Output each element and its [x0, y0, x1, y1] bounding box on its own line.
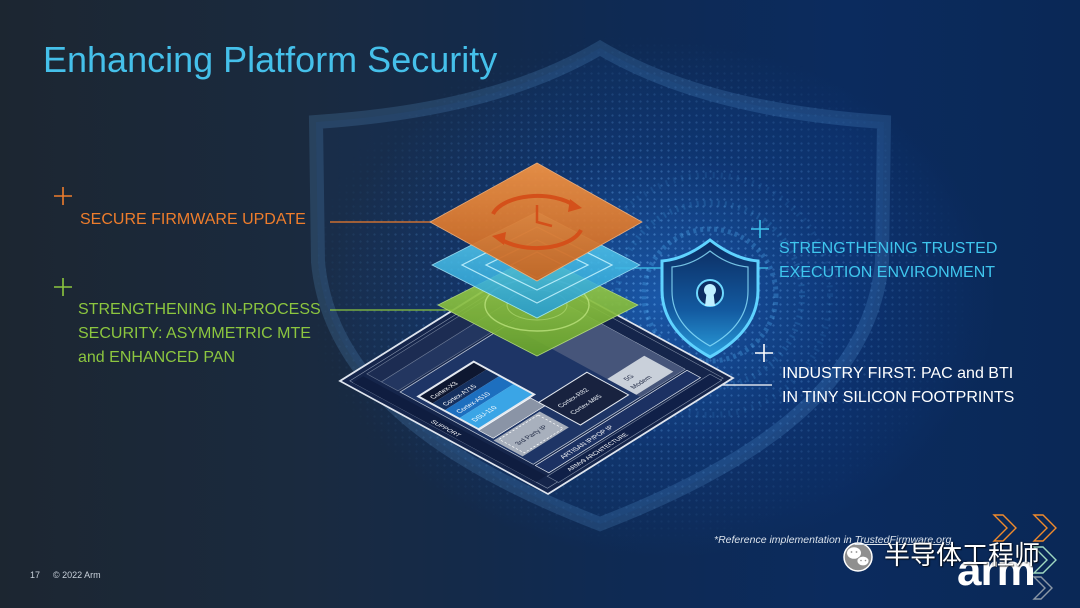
firmware-update-layer	[429, 162, 643, 282]
wechat-icon	[843, 542, 873, 572]
update-arrows-icon	[491, 193, 583, 251]
cpu-row	[445, 376, 514, 418]
third-party-ip-dashed-outline	[498, 414, 564, 454]
callout-line: STRENGTHENING IN-PROCESS	[78, 301, 321, 318]
copyright: © 2022 Arm	[53, 570, 101, 580]
plus-icon	[54, 278, 72, 296]
chevron-right-icon	[1032, 546, 1057, 574]
cpu-row	[459, 384, 533, 429]
callout-trusted-execution: STRENGTHENING TRUSTED EXECUTION ENVIRONM…	[779, 237, 997, 285]
arm-logo: arm	[957, 546, 1036, 595]
shield-ring	[641, 226, 779, 364]
callout-secure-firmware-update: SECURE FIRMWARE UPDATE	[80, 208, 306, 232]
reference-footnote: *Reference implementation in TrustedFirm…	[714, 533, 951, 547]
watermark-text: 半导体工程师	[884, 541, 1041, 571]
footnote-text: *Reference implementation in	[714, 534, 855, 546]
modem-label: 5G	[623, 374, 637, 382]
physical-ip-band	[534, 369, 702, 474]
plus-icon	[751, 220, 769, 238]
callout-in-process-security: STRENGTHENING IN-PROCESS SECURITY: ASYMM…	[78, 298, 321, 370]
cpu-row	[420, 362, 487, 404]
callout-line: SECURE FIRMWARE UPDATE	[80, 211, 306, 228]
chevron-right-icon	[1032, 514, 1057, 542]
interconnect-block	[478, 397, 546, 439]
modem-block	[607, 355, 674, 395]
trustedfirmware-link[interactable]: TrustedFirmware.org	[854, 534, 952, 546]
plus-icon	[54, 187, 72, 205]
chevron-right-icon	[1032, 576, 1053, 600]
cpu-row	[432, 369, 499, 410]
callout-line: IN TINY SILICON FOOTPRINTS	[782, 389, 1015, 406]
third-party-ip-block	[493, 411, 569, 457]
plus-icon	[755, 344, 773, 362]
chevron-right-icon	[992, 514, 1017, 542]
callout-line: STRENGTHENING TRUSTED	[779, 240, 998, 257]
realtime-cores-block	[537, 371, 630, 426]
page-number: 17	[30, 570, 41, 580]
soc-chip: Cortex-X3 Cortex-A715 Cortex-A510 DSU-11…	[338, 263, 735, 496]
support-band	[352, 376, 547, 483]
callout-pac-bti: INDUSTRY FIRST: PAC and BTI IN TINY SILI…	[782, 362, 1014, 410]
shield-lock-icon	[660, 238, 760, 359]
callout-line: INDUSTRY FIRST: PAC and BTI	[782, 365, 1014, 382]
slide-title: Enhancing Platform Security	[43, 39, 498, 80]
callout-line: EXECUTION ENVIRONMENT	[779, 264, 996, 281]
callout-line: SECURITY: ASYMMETRIC MTE	[78, 325, 311, 342]
architecture-band	[546, 373, 723, 483]
callout-line: and ENHANCED PAN	[78, 349, 236, 366]
